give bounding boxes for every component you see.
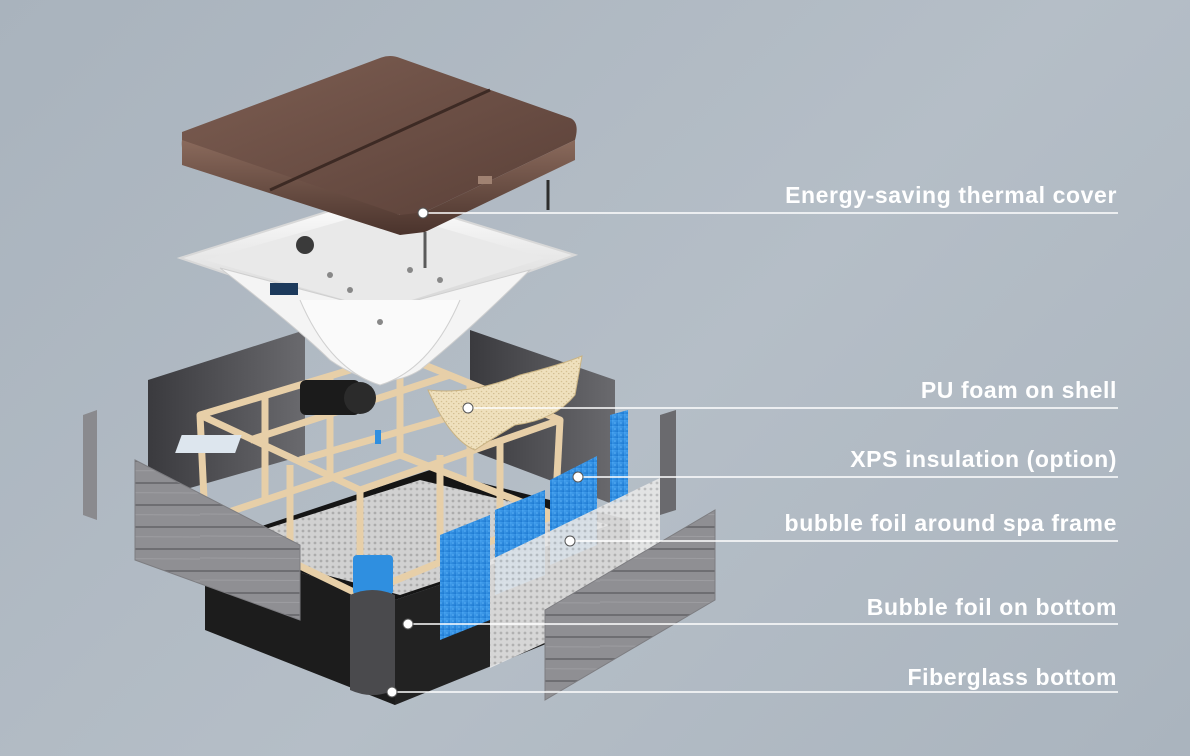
callout-leaders — [392, 212, 1118, 693]
label-fiberglass-bottom: Fiberglass bottom — [907, 664, 1117, 690]
pu-foam-part — [427, 355, 583, 451]
label-bubble-foil-frame: bubble foil around spa frame — [785, 510, 1117, 536]
label-bubble-foil-bottom: Bubble foil on bottom — [867, 594, 1117, 620]
pump-unit — [175, 380, 381, 453]
callout-dots — [386, 207, 584, 698]
callout-labels: Energy-saving thermal cover PU foam on s… — [785, 182, 1117, 690]
bubble-foil-bottom-dot — [402, 618, 414, 630]
bubble-foil-frame-dot — [564, 535, 576, 547]
bubble-foil-frame-part — [490, 478, 660, 668]
label-thermal-cover: Energy-saving thermal cover — [785, 182, 1117, 208]
left-side-panel — [134, 459, 301, 621]
pu-foam-dot — [462, 402, 474, 414]
label-pu-foam: PU foam on shell — [921, 377, 1117, 403]
thermal-cover-dot — [417, 207, 429, 219]
right-side-panel — [544, 509, 716, 701]
xps-insulation-dot — [572, 471, 584, 483]
fiberglass-bottom-dot — [386, 686, 398, 698]
corner-post — [350, 590, 395, 695]
acrylic-shell — [176, 193, 579, 386]
label-xps-insulation: XPS insulation (option) — [850, 446, 1117, 472]
thermal-cover-part — [181, 56, 577, 268]
